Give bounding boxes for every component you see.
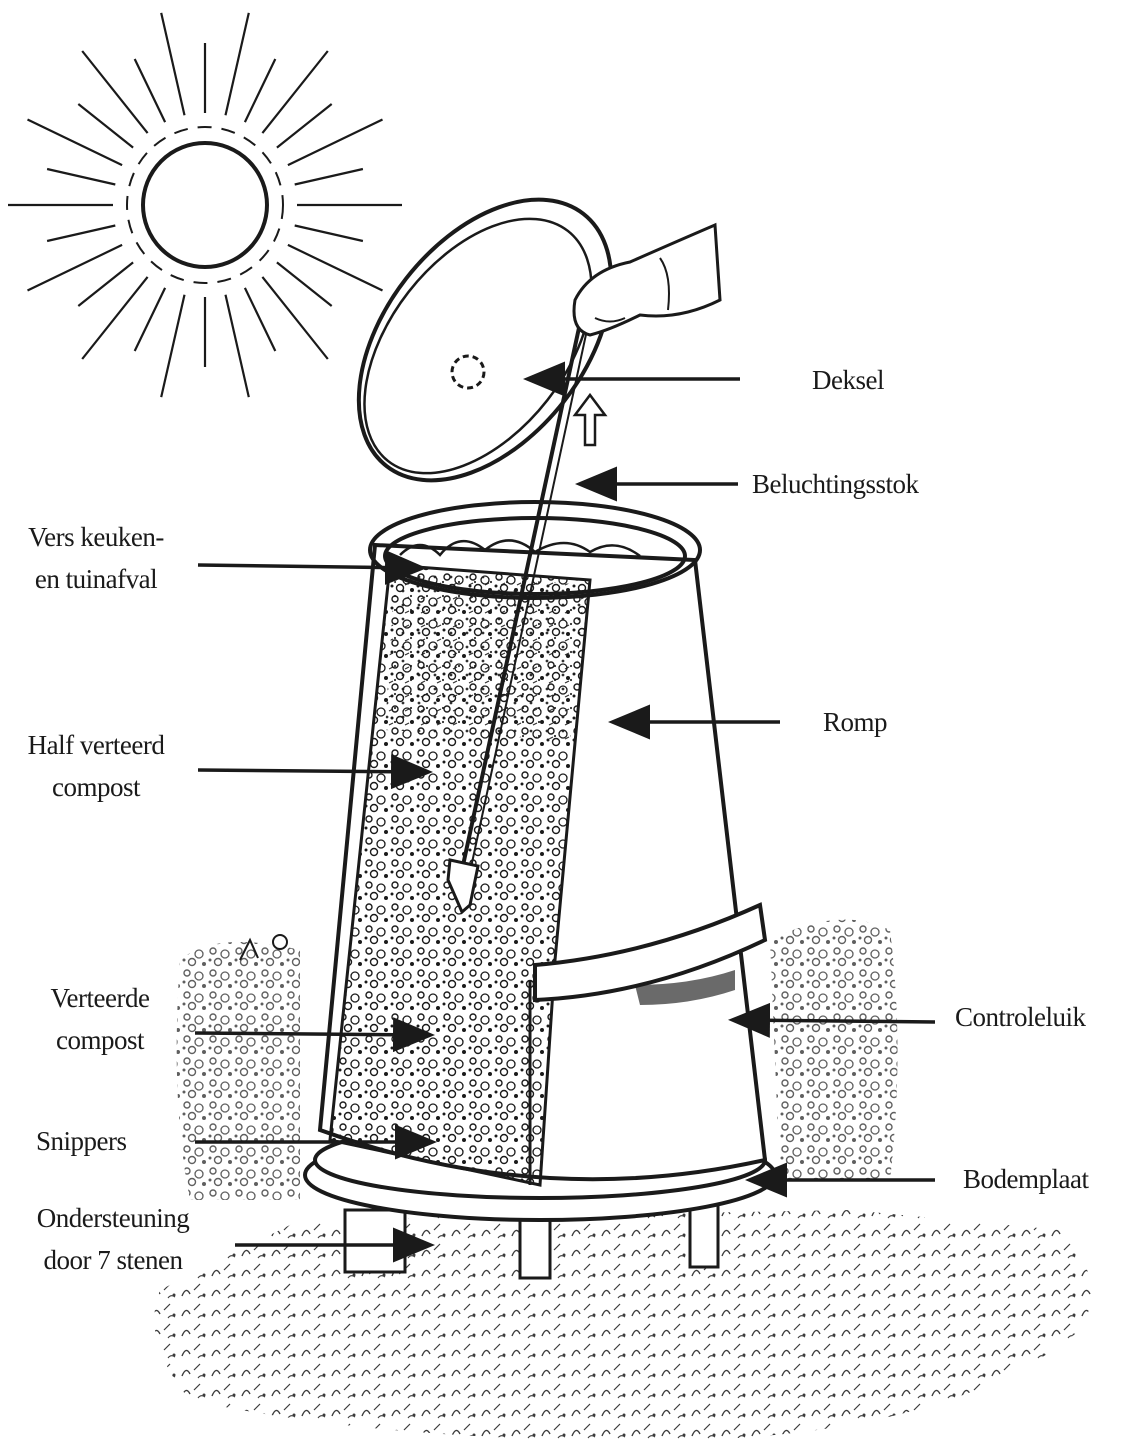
sun-ray (226, 13, 249, 115)
label-half-verteerd-compost: Half verteerd compost (4, 724, 188, 808)
label-beluchtingsstok: Beluchtingsstok (752, 463, 919, 505)
label-line: door 7 stenen (2, 1239, 224, 1281)
sun-ray (245, 288, 275, 351)
bin-body-drawing (320, 545, 765, 1185)
sun-ray (47, 226, 115, 242)
sun-ray (135, 288, 165, 351)
sun-ray (78, 104, 133, 148)
label-controleluik: Controleluik (955, 996, 1086, 1038)
sun-ray (295, 226, 363, 242)
label-verteerde-compost: Verteerde compost (8, 977, 192, 1061)
sun-drawing (8, 13, 402, 397)
sun-ray (245, 59, 275, 122)
sun-ray (135, 59, 165, 122)
label-romp: Romp (823, 701, 887, 743)
label-snippers: Snippers (36, 1120, 127, 1162)
label-line: Ondersteuning (2, 1197, 224, 1239)
lid-drawing (308, 152, 663, 527)
sun-ray (226, 295, 249, 397)
label-line: compost (4, 766, 188, 808)
label-line: compost (8, 1019, 192, 1061)
sun-ray (47, 169, 115, 185)
label-bodemplaat: Bodemplaat (963, 1158, 1088, 1200)
sun-ray (161, 13, 184, 115)
label-line: Verteerde (8, 977, 192, 1019)
sun-ray (78, 262, 133, 306)
label-vers-keuken-en-tuinafval: Vers keuken- en tuinafval (6, 516, 186, 600)
sun-ray (295, 169, 363, 185)
label-deksel: Deksel (812, 359, 884, 401)
sun-ray (277, 104, 332, 148)
label-ondersteuning-door-7-stenen: Ondersteuning door 7 stenen (2, 1197, 224, 1281)
label-line: en tuinafval (6, 558, 186, 600)
sun-ray (161, 295, 184, 397)
label-line: Half verteerd (4, 724, 188, 766)
label-line: Vers keuken- (6, 516, 186, 558)
sun-ray (277, 262, 332, 306)
